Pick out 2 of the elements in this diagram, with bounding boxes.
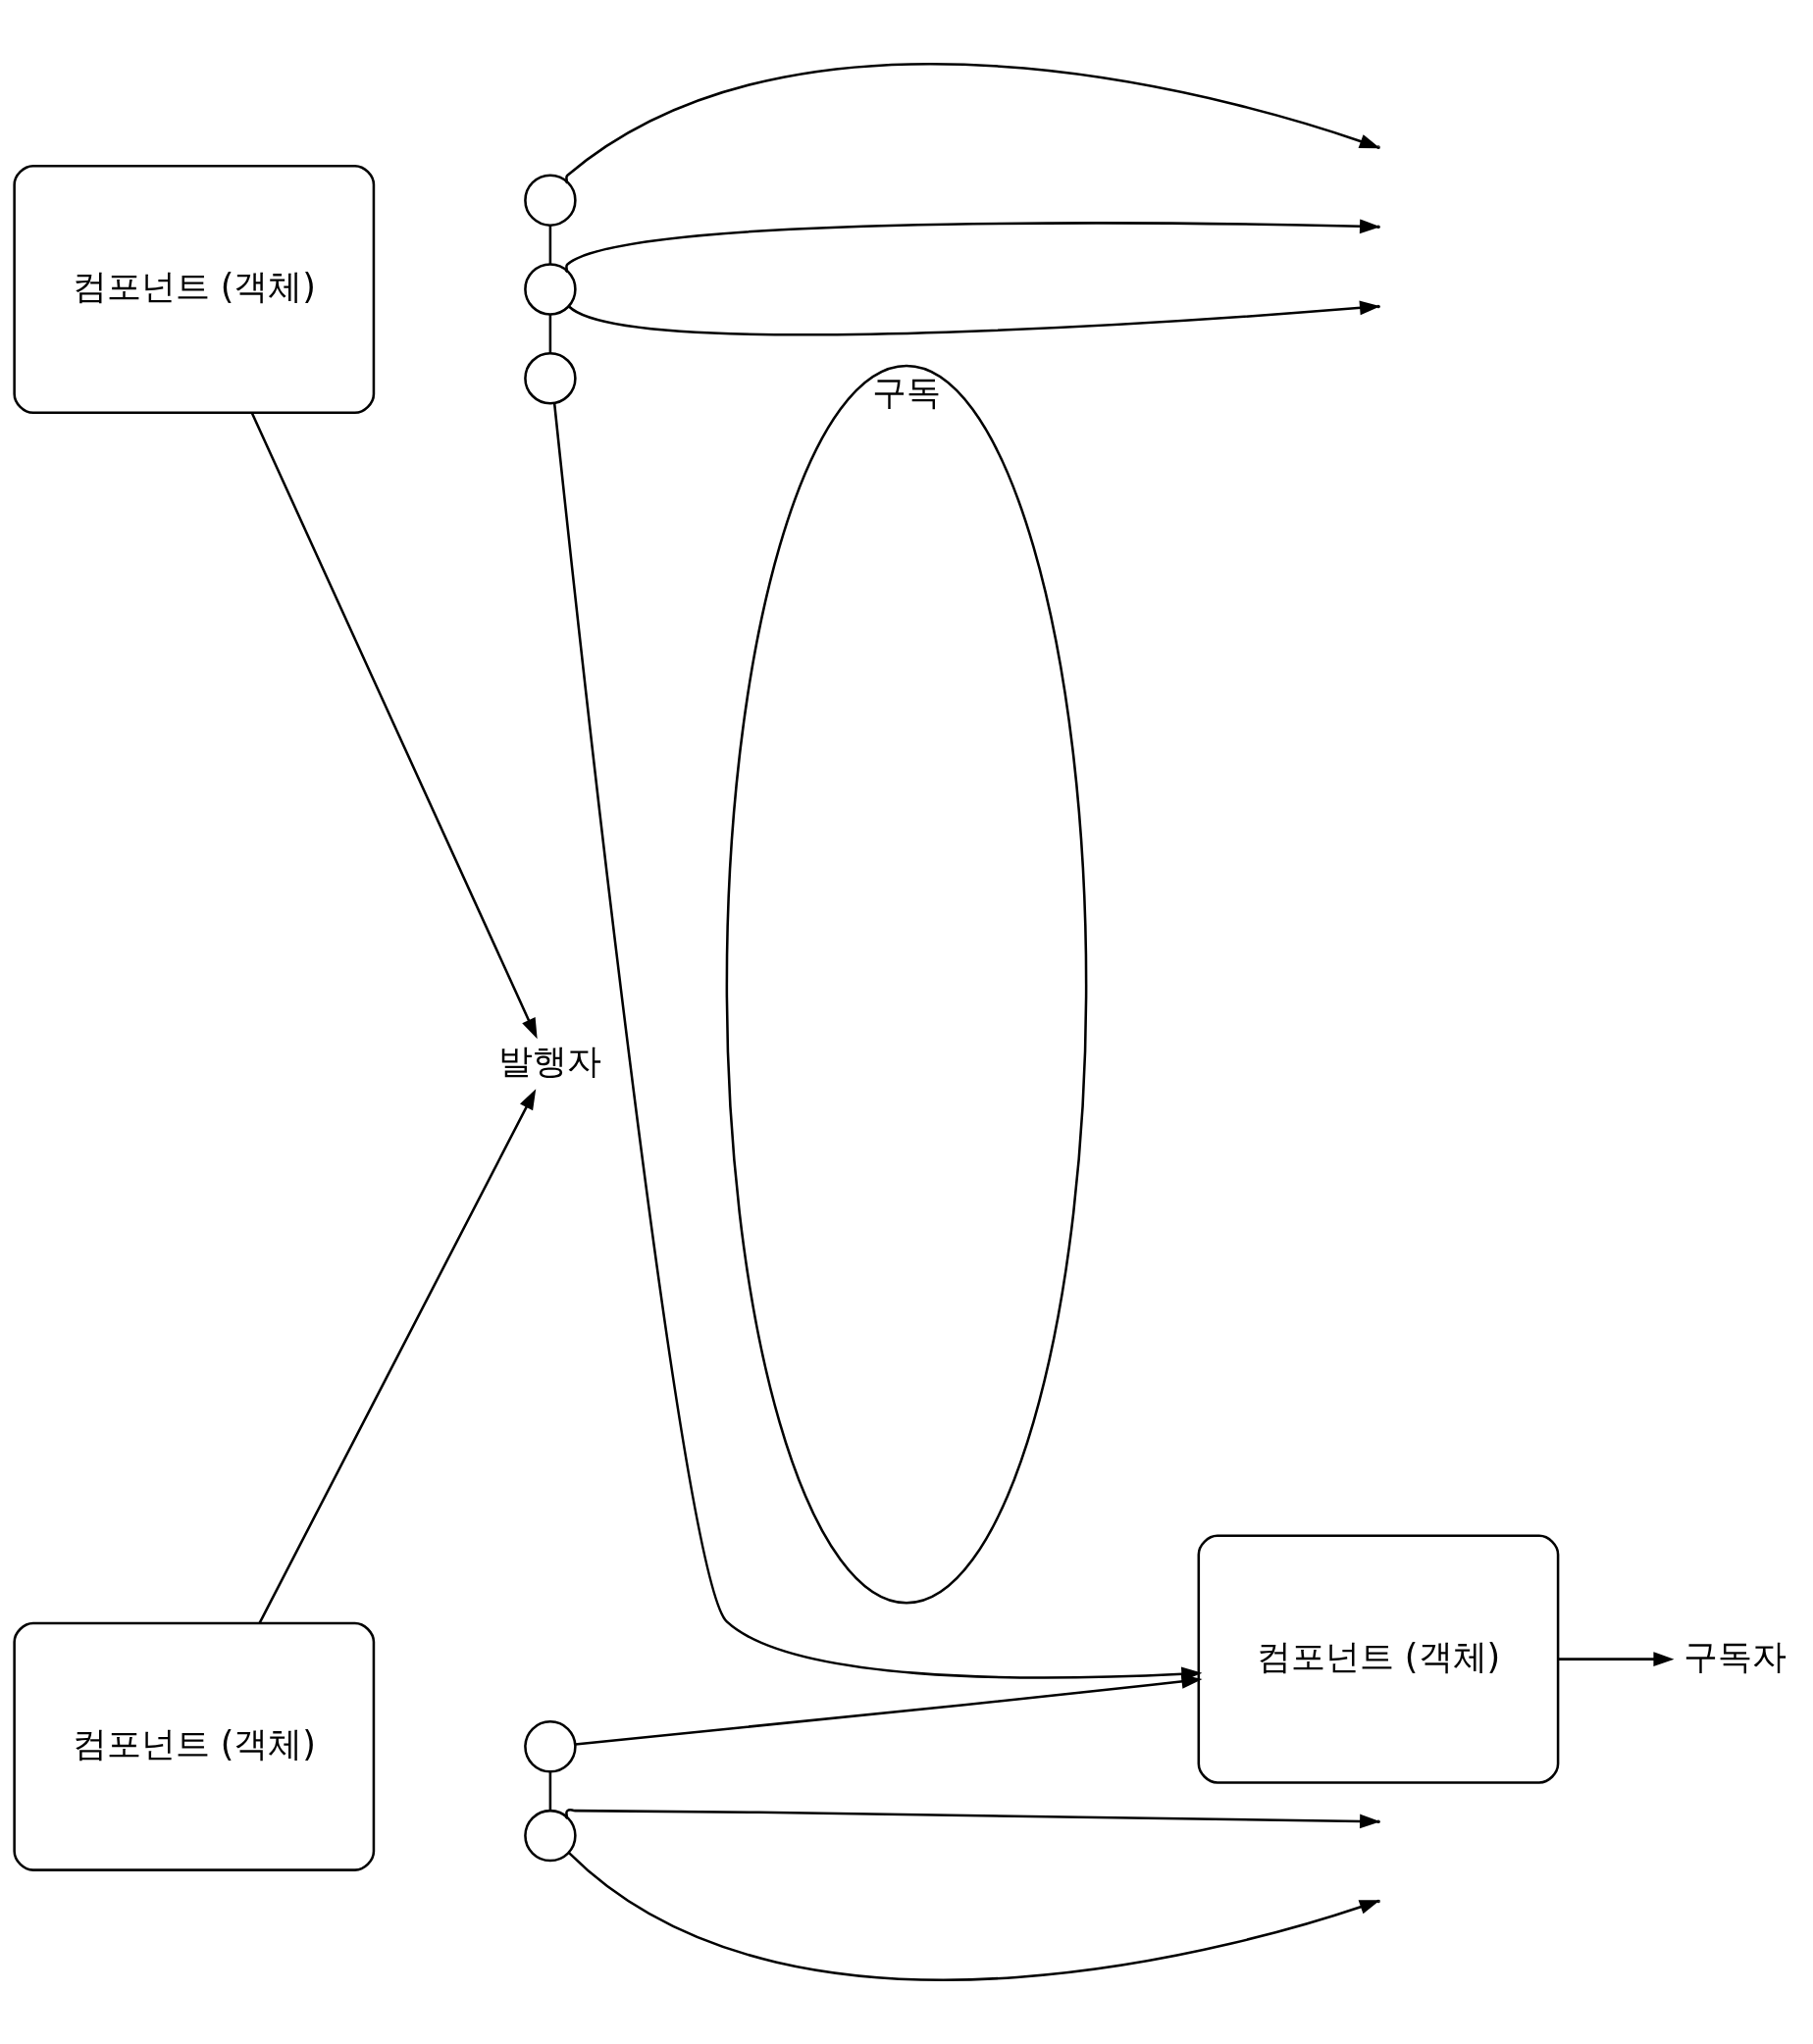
node-text: 구독자: [1683, 1635, 1787, 1676]
node-text: 발행자: [498, 1040, 602, 1081]
